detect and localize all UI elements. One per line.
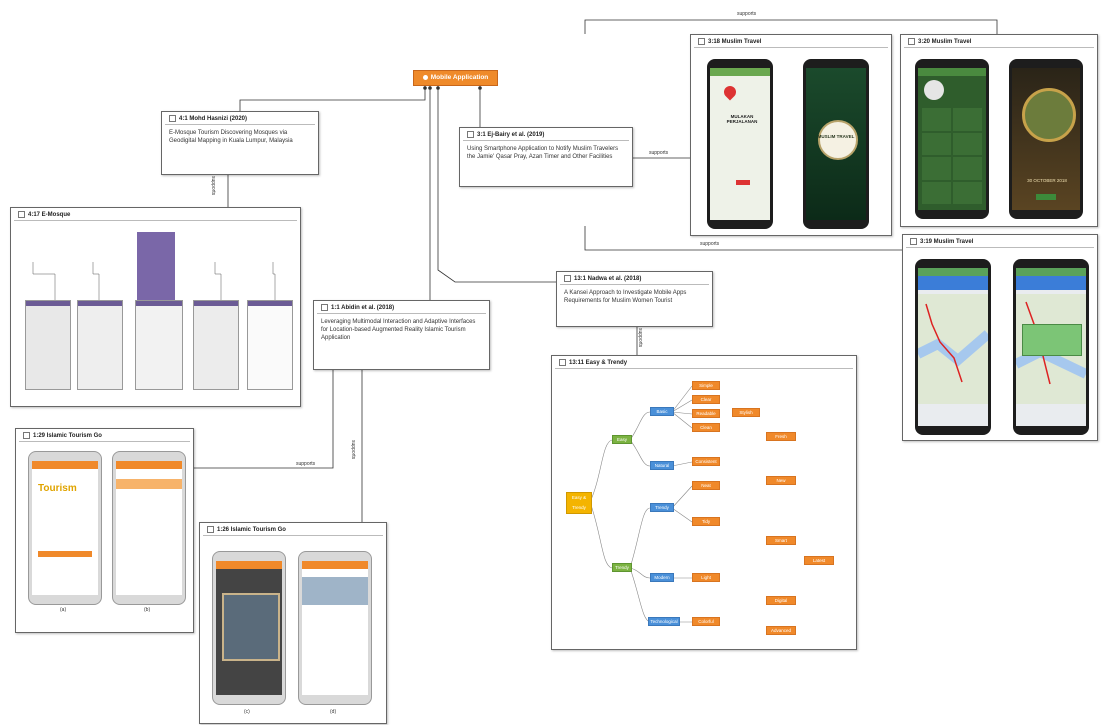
figure-caption: (b) [144, 607, 151, 613]
node-icon [422, 74, 428, 80]
card-ej-bairy[interactable]: 3:1 Ej-Bairy et al. (2019) Using Smartph… [459, 127, 633, 187]
card-abidin[interactable]: 1:1 Abidin et al. (2018) Leveraging Mult… [313, 300, 490, 370]
map-pin-icon [721, 83, 739, 101]
mindmap-leaf-node: Light [692, 573, 720, 582]
camera-view [222, 593, 280, 661]
action-button [1036, 194, 1056, 200]
card-body: A Kansei Approach to Investigate Mobile … [564, 290, 687, 305]
menu-grid [922, 108, 982, 204]
profile-avatar [924, 80, 944, 100]
arrival-popup [1022, 324, 1082, 356]
search-screen [247, 300, 293, 390]
mindmap-leaf-node: Colorful [692, 617, 720, 626]
card-body: Using Smartphone Application to Notify M… [467, 146, 619, 161]
edge-label-supports: supports [737, 11, 757, 17]
mindmap-leaf-node: Tidy [692, 517, 720, 526]
edge-label-supports: supports [210, 176, 216, 196]
mindmap-subbranch-node: Natural [650, 461, 674, 470]
node-icon [321, 304, 328, 311]
mindmap-root-node: Easy & Trendy [566, 492, 592, 514]
annotation-lines [32, 262, 276, 300]
compass-dial [1022, 88, 1076, 142]
start-button [736, 180, 750, 185]
phone-screen [298, 551, 372, 705]
mindmap-leaf-node: Fresh [766, 432, 796, 441]
map-screen [77, 300, 123, 390]
phone-screen: MUSLIM TRAVEL [803, 59, 869, 229]
mindmap-leaf-node: Advanced [766, 626, 796, 635]
map-screen [193, 300, 239, 390]
mindmap-leaf-node: New [766, 476, 796, 485]
card-muslim-travel-18[interactable]: 3:18 Muslim Travel MULAKAN PERJALANAN MU… [690, 34, 892, 236]
mindmap-leaf-node: Consistent [692, 457, 720, 466]
card-islamic-tourism-go-26[interactable]: 1:26 Islamic Tourism Go (c) (d) [199, 522, 387, 724]
mindmap-subbranch-node: Trendy [650, 503, 674, 512]
node-icon [698, 38, 705, 45]
edge-label-supports: supports [649, 150, 669, 156]
node-icon [559, 359, 566, 366]
card-mohd-hasnizi[interactable]: 4:1 Mohd Hasnizi (2020) E-Mosque Tourism… [161, 111, 319, 175]
date-text: 30 OCTOBER 2018 [1027, 178, 1067, 183]
phone-screen [112, 451, 186, 605]
route-map [918, 294, 988, 404]
banner-text: MULAKAN PERJALANAN [726, 114, 758, 124]
node-icon [564, 275, 571, 282]
mindmap-leaf-node: Latest [804, 556, 834, 565]
mindmap-leaf-node: Smart [766, 536, 796, 545]
node-icon [23, 432, 30, 439]
card-body: Leveraging Multimodal Interaction and Ad… [321, 319, 476, 342]
mindmap-leaf-node: Stylish [732, 408, 760, 417]
photo-thumbnail [302, 577, 368, 605]
edge-label-supports: supports [296, 461, 316, 467]
mindmap-leaf-node: Readable [692, 409, 720, 418]
mindmap-leaf-node: Clear [692, 395, 720, 404]
node-icon [169, 115, 176, 122]
root-node[interactable]: Mobile Application [413, 70, 498, 86]
phone-screen [1013, 259, 1089, 435]
node-icon [18, 211, 25, 218]
mindmap-subbranch-node: Technological [648, 617, 680, 626]
mindmap-subbranch-node: Basic [650, 407, 674, 416]
edge-label-supports: supports [350, 440, 356, 460]
login-button [38, 551, 92, 557]
card-e-mosque[interactable]: 4:17 E-Mosque [10, 207, 301, 407]
card-easy-trendy[interactable]: 13:11 Easy & Trendy Easy & Trendy Easy T… [551, 355, 857, 650]
edge-label-supports: supports [637, 328, 643, 348]
mindmap-branch-node: Trendy [612, 563, 632, 572]
mindmap-leaf-node: Digital [766, 596, 796, 605]
splash-screen [137, 232, 175, 300]
mindmap-branch-node: Easy [612, 435, 632, 444]
phone-screen: MULAKAN PERJALANAN [707, 59, 773, 229]
card-muslim-travel-19[interactable]: 3:19 Muslim Travel [902, 234, 1098, 441]
mindmap-leaf-node: Clean [692, 423, 720, 432]
figure-caption: (d) [330, 709, 337, 715]
card-body: E-Mosque Tourism Discovering Mosques via… [169, 130, 293, 145]
figure-caption: (c) [244, 709, 250, 715]
phone-screen [915, 59, 989, 219]
phone-screen: 30 OCTOBER 2018 [1009, 59, 1083, 219]
figure-caption: (a) [60, 607, 67, 613]
node-icon [467, 131, 474, 138]
node-icon [910, 238, 917, 245]
node-icon [908, 38, 915, 45]
mindmap-leaf-node: Simple [692, 381, 720, 390]
card-islamic-tourism-go-29[interactable]: 1:29 Islamic Tourism Go Tourism (a) (b) [15, 428, 194, 633]
phone-screen [915, 259, 991, 435]
mindmap-subbranch-node: Modern [650, 573, 674, 582]
logo-badge [818, 120, 858, 160]
app-logo-text: Tourism [38, 483, 77, 494]
app-logo-text: MUSLIM TRAVEL [817, 134, 855, 139]
phone-screen: Tourism [28, 451, 102, 605]
map-screen [25, 300, 71, 390]
info-screen [135, 300, 183, 390]
card-nadwa[interactable]: 13:1 Nadwa et al. (2018) A Kansei Approa… [556, 271, 713, 327]
edge-label-supports: supports [700, 241, 720, 247]
card-muslim-travel-20[interactable]: 3:20 Muslim Travel 30 OCTOBER 2018 [900, 34, 1098, 227]
phone-screen [212, 551, 286, 705]
mindmap-leaf-node: Neat [692, 481, 720, 490]
node-icon [207, 526, 214, 533]
